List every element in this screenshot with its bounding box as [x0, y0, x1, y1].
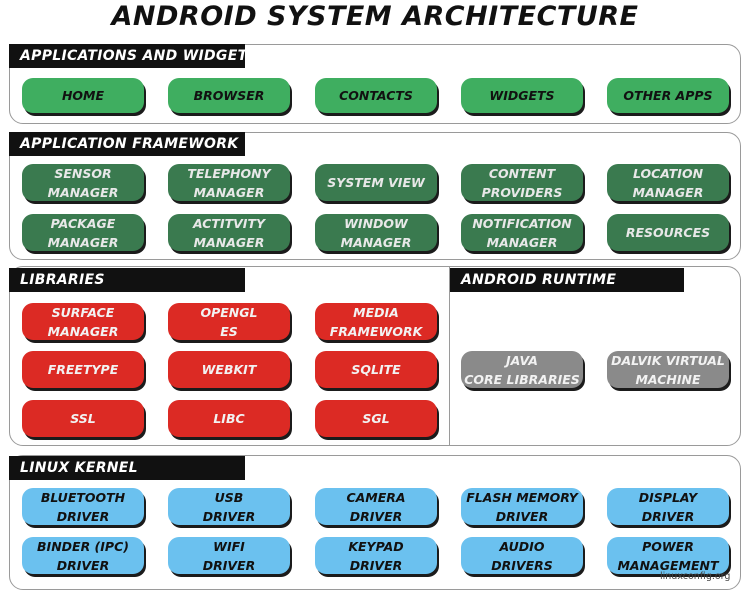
kernel-binder-ipc-driver-box: BINDER (IPC) DRIVER [22, 537, 144, 574]
framework-system-view-box: SYSTEM VIEW [315, 164, 437, 201]
library-surface-manager-box: SURFACE MANAGER [22, 303, 144, 340]
applications-header: APPLICATIONS AND WIDGETS [9, 44, 257, 68]
kernel-flash-memory-driver-box: FLASH MEMORY DRIVER [461, 488, 583, 525]
framework-resources-box: RESOURCES [607, 214, 729, 251]
library-ssl-box: SSL [22, 400, 144, 437]
framework-package-manager-box: PACKAGE MANAGER [22, 214, 144, 251]
framework-activity-manager-box: ACTITVITY MANAGER [168, 214, 290, 251]
app-other-apps-box: OTHER APPS [607, 78, 729, 113]
kernel-header: LINUX KERNEL [9, 456, 245, 480]
library-media-framework-box: MEDIA FRAMEWORK [315, 303, 437, 340]
kernel-audio-drivers-box: AUDIO DRIVERS [461, 537, 583, 574]
library-opengl-es-box: OPENGL ES [168, 303, 290, 340]
library-sqlite-box: SQLITE [315, 351, 437, 388]
kernel-power-management-box: POWER MANAGEMENT [607, 537, 729, 574]
runtime-java-core-libraries-box: JAVA CORE LIBRARIES [461, 351, 583, 388]
framework-window-manager-box: WINDOW MANAGER [315, 214, 437, 251]
kernel-usb-driver-box: USB DRIVER [168, 488, 290, 525]
kernel-camera-driver-box: CAMERA DRIVER [315, 488, 437, 525]
app-home-box: HOME [22, 78, 144, 113]
app-contacts-box: CONTACTS [315, 78, 437, 113]
framework-content-providers-box: CONTENT PROVIDERS [461, 164, 583, 201]
library-freetype-box: FREETYPE [22, 351, 144, 388]
library-libc-box: LIBC [168, 400, 290, 437]
app-widgets-box: WIDGETS [461, 78, 583, 113]
framework-location-manager-box: LOCATION MANAGER [607, 164, 729, 201]
kernel-wifi-driver-box: WIFI DRIVER [168, 537, 290, 574]
framework-telephony-manager-box: TELEPHONY MANAGER [168, 164, 290, 201]
runtime-header: ANDROID RUNTIME [450, 268, 684, 292]
library-sgl-box: SGL [315, 400, 437, 437]
framework-notification-manager-box: NOTIFICATION MANAGER [461, 214, 583, 251]
kernel-display-driver-box: DISPLAY DRIVER [607, 488, 729, 525]
runtime-divider [449, 266, 450, 446]
kernel-keypad-driver-box: KEYPAD DRIVER [315, 537, 437, 574]
kernel-bluetooth-driver-box: BLUETOOTH DRIVER [22, 488, 144, 525]
runtime-dalvik-vm-box: DALVIK VIRTUAL MACHINE [607, 351, 729, 388]
framework-sensor-manager-box: SENSOR MANAGER [22, 164, 144, 201]
app-browser-box: BROWSER [168, 78, 290, 113]
libraries-header: LIBRARIES [9, 268, 245, 292]
library-webkit-box: WEBKIT [168, 351, 290, 388]
framework-header: APPLICATION FRAMEWORK [9, 132, 245, 156]
diagram-title: ANDROID SYSTEM ARCHITECTURE [111, 1, 639, 32]
watermark: linuxconfig.org [660, 571, 731, 582]
